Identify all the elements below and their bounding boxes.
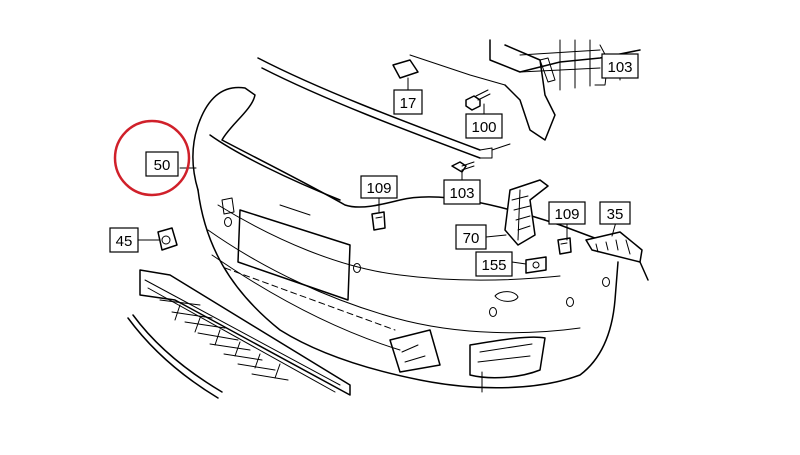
callout-45[interactable]: 45: [109, 227, 139, 253]
callout-label: 103: [449, 185, 474, 202]
callout-label: 103: [607, 59, 632, 76]
side-guide-part: [585, 231, 643, 263]
upper-trim-strip: [257, 57, 511, 159]
clip-part: [557, 237, 572, 255]
guide-bracket-part: [504, 179, 549, 246]
callout-label: 70: [463, 230, 480, 247]
callout-35[interactable]: 35: [599, 201, 631, 225]
callout-17[interactable]: 17: [393, 89, 423, 115]
callout-label: 17: [400, 95, 417, 112]
callout-label: 109: [554, 206, 579, 223]
callout-155[interactable]: 155: [475, 251, 513, 277]
callout-70[interactable]: 70: [455, 224, 487, 250]
callout-103[interactable]: 103: [443, 179, 481, 205]
cap-part: [525, 256, 547, 274]
lower-grille: [139, 269, 351, 396]
bumper-cover: [192, 86, 649, 393]
bolt-part: [465, 89, 491, 111]
callout-label: 45: [116, 233, 133, 250]
callout-label: 155: [481, 257, 506, 274]
highlight-circle: [113, 119, 191, 197]
lower-trim-strip: [127, 314, 223, 399]
callout-50[interactable]: 50: [145, 151, 179, 177]
callout-109[interactable]: 109: [360, 175, 398, 199]
callout-label: 100: [471, 119, 496, 136]
screw-part: [451, 161, 475, 173]
parking-sensor-part: [157, 227, 178, 251]
clip-part: [371, 211, 386, 231]
callout-109-right[interactable]: 109: [548, 201, 586, 225]
callout-label: 35: [607, 206, 624, 223]
callout-label: 50: [154, 157, 171, 174]
callout-label: 109: [366, 180, 391, 197]
callout-100[interactable]: 100: [465, 113, 503, 139]
cover-cap-part: [392, 59, 419, 79]
callout-103-top[interactable]: 103: [601, 53, 639, 79]
